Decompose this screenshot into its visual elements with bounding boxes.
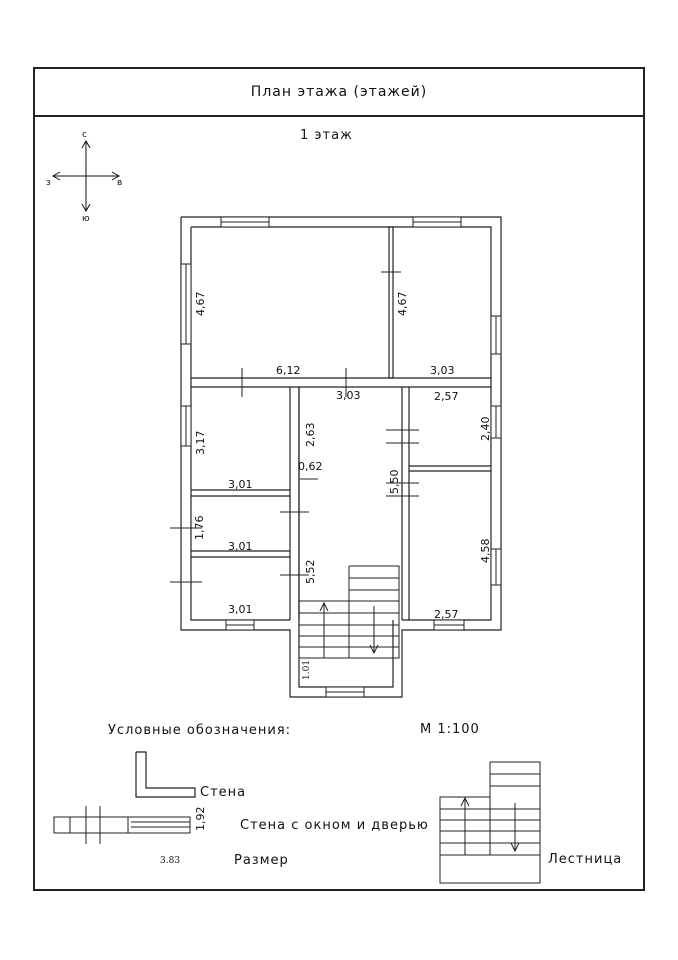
legend-size-example: 3.83	[160, 856, 180, 866]
compass-south-label: ю	[82, 214, 90, 224]
legend-wall-label: Стена	[200, 785, 246, 800]
plan-title: План этажа (этажей)	[250, 84, 428, 100]
drawing-frame	[33, 67, 645, 891]
dim-right-room-width: 3,03	[430, 364, 455, 377]
dim-small-top-right-height: 2,40	[479, 417, 492, 442]
dim-big-room-width: 6,12	[276, 364, 301, 377]
dim-hall-height: 2,63	[304, 423, 317, 448]
compass-west-label: з	[46, 178, 51, 188]
dim-right-room-height: 4,67	[396, 292, 409, 317]
legend-size-vertical: 1,92	[194, 807, 207, 832]
legend-wall-window-symbol	[53, 806, 191, 844]
dim-vestibule-height: 1.01	[302, 660, 312, 680]
dim-corridor-length: 5,50	[388, 470, 401, 495]
dim-left-room-width: 3,01	[228, 478, 253, 491]
title-block: План этажа (этажей)	[33, 67, 645, 117]
dim-small-top-right-width: 2,57	[434, 390, 459, 403]
legend-wall-symbol	[135, 751, 196, 798]
compass-north-label: с	[82, 130, 87, 140]
legend-heading: Условные обозначения:	[108, 723, 291, 738]
compass-east-label: в	[117, 178, 122, 188]
compass-icon	[51, 139, 121, 213]
dim-bottom-right-width: 2,57	[434, 608, 459, 621]
floor-label: 1 этаж	[300, 128, 353, 143]
dim-small-left-width: 3,01	[228, 540, 253, 553]
legend-stairs-label: Лестница	[548, 852, 622, 867]
dim-bottom-right-height: 4,58	[479, 539, 492, 564]
dim-bottom-left-width: 3,01	[228, 603, 253, 616]
legend-scale: М 1:100	[420, 722, 480, 737]
interior-walls	[191, 226, 491, 620]
dim-door-width: 0,62	[298, 460, 323, 473]
dim-stair-room-height: 5,52	[304, 560, 317, 585]
windows	[180, 216, 502, 698]
legend-size-label: Размер	[234, 853, 289, 868]
legend-stairs-symbol	[439, 761, 541, 884]
dim-small-left-height: 1,76	[193, 516, 206, 541]
dim-hall-width: 3,03	[336, 389, 361, 402]
stairs	[299, 565, 400, 659]
dim-big-room-height: 4,67	[194, 292, 207, 317]
dim-left-room-height: 3,17	[194, 431, 207, 456]
door-marks	[170, 271, 419, 583]
legend-wall-window-label: Стена с окном и дверью	[240, 818, 429, 833]
